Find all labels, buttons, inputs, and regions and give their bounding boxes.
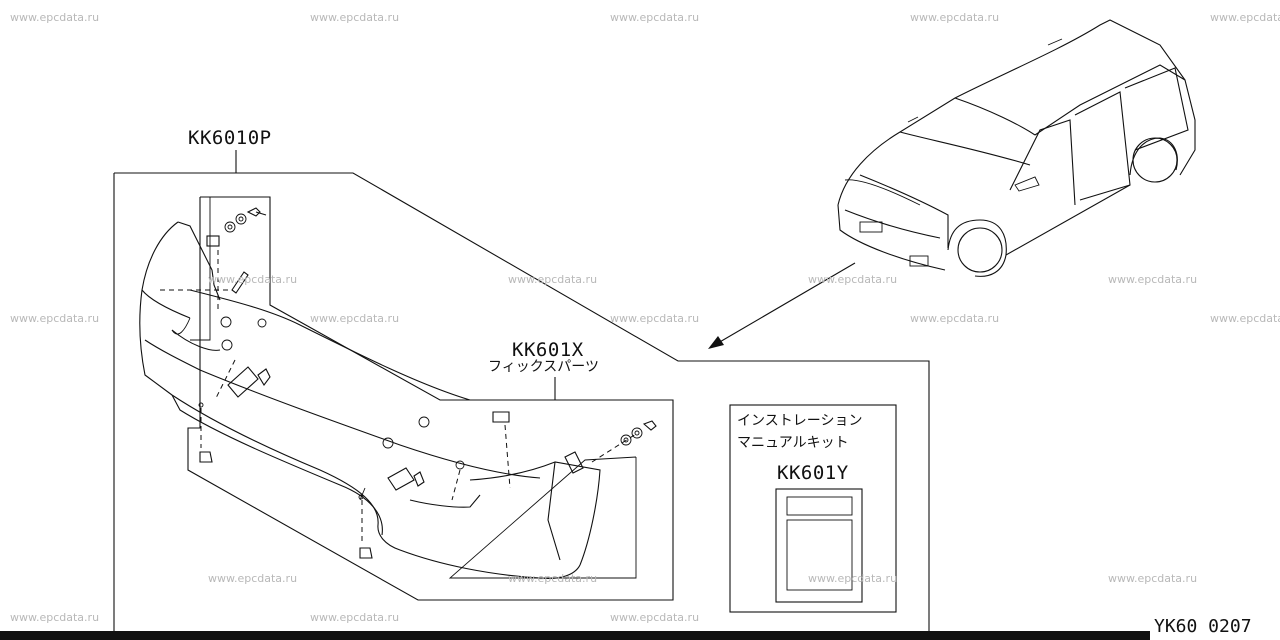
location-arrow: [708, 262, 856, 349]
right-clip-subframe: [448, 456, 637, 579]
watermark: www.epcdata.ru: [208, 273, 298, 286]
main-kit-frame: [113, 172, 930, 633]
watermark: www.epcdata.ru: [10, 11, 100, 24]
manual-kit-name-line1: インストレーション: [737, 413, 863, 429]
fix-parts-code-label: KK601X: [512, 339, 584, 361]
watermark: www.epcdata.ru: [10, 312, 100, 325]
diagram-code: YK60 0207: [1154, 616, 1252, 637]
manual-booklet-icon: [775, 488, 863, 603]
fix-parts-frame: [187, 196, 674, 601]
watermark: www.epcdata.ru: [610, 11, 700, 24]
manual-kit-name-line2: マニュアルキット: [737, 435, 849, 451]
vehicle-drawing: [837, 19, 1196, 277]
manual-booklet-title: [786, 496, 853, 516]
watermark: www.epcdata.ru: [610, 611, 700, 624]
main-kit-label: KK6010P: [188, 127, 272, 149]
watermark: www.epcdata.ru: [310, 611, 400, 624]
manual-booklet-page: [786, 519, 853, 591]
bottom-band: [0, 631, 1150, 640]
watermark: www.epcdata.ru: [808, 273, 898, 286]
fix-parts-name-label: フィックスパーツ: [488, 359, 600, 375]
left-clip-subframe: [190, 197, 211, 341]
watermark: www.epcdata.ru: [1108, 572, 1198, 585]
fasteners: [198, 207, 657, 559]
watermark: www.epcdata.ru: [910, 11, 1000, 24]
dashed-leaders: [160, 250, 637, 544]
watermark: www.epcdata.ru: [808, 572, 898, 585]
watermark: www.epcdata.ru: [10, 611, 100, 624]
manual-kit-code-label: KK601Y: [777, 462, 849, 484]
watermark: www.epcdata.ru: [310, 11, 400, 24]
watermark: www.epcdata.ru: [208, 572, 298, 585]
watermark: www.epcdata.ru: [508, 273, 598, 286]
watermark: www.epcdata.ru: [508, 572, 598, 585]
watermark: www.epcdata.ru: [910, 312, 1000, 325]
watermark: www.epcdata.ru: [610, 312, 700, 325]
watermark: www.epcdata.ru: [1210, 312, 1280, 325]
watermark: www.epcdata.ru: [310, 312, 400, 325]
manual-kit-frame: [729, 404, 897, 613]
watermark: www.epcdata.ru: [1210, 11, 1280, 24]
watermark: www.epcdata.ru: [1108, 273, 1198, 286]
